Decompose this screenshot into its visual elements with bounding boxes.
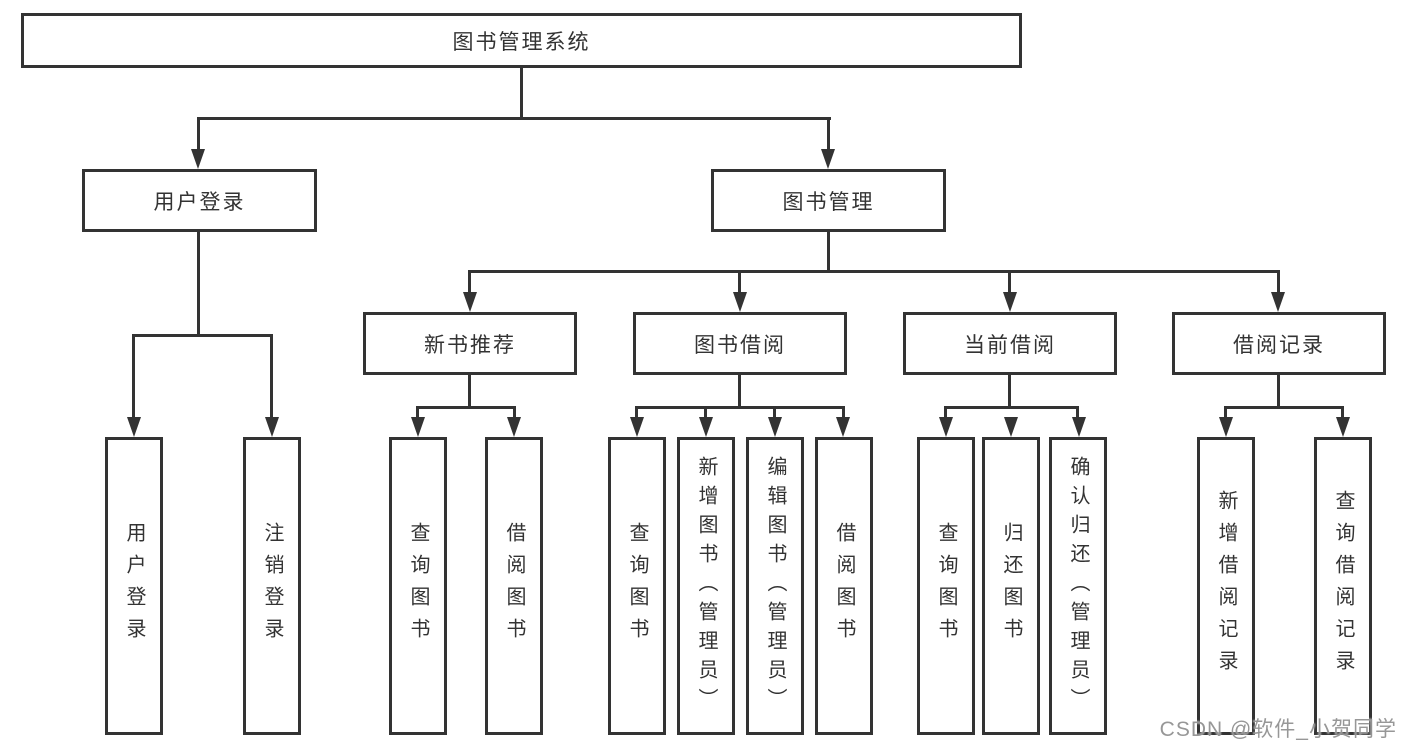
- leaf-current-confirm-return-admin: 确认归还（管理员）: [1049, 437, 1107, 735]
- connector-line: [944, 406, 1079, 409]
- connector-line: [1341, 406, 1344, 420]
- arrowhead-icon: [939, 417, 953, 437]
- arrowhead-icon: [699, 417, 713, 437]
- connector-line: [738, 375, 741, 409]
- node-label: 确认归还（管理员）: [1067, 455, 1089, 717]
- watermark: CSDN @软件_小贺同学: [1159, 718, 1397, 741]
- arrowhead-icon: [630, 417, 644, 437]
- node-label: 查询图书: [935, 522, 957, 650]
- connector-line: [468, 270, 1280, 273]
- connector-line: [416, 406, 516, 409]
- node-root: 图书管理系统: [21, 13, 1022, 68]
- leaf-records-query-record: 查询借阅记录: [1314, 437, 1372, 735]
- leaf-borrow-query-book: 查询图书: [608, 437, 666, 735]
- arrowhead-icon: [1219, 417, 1233, 437]
- node-label: 查询借阅记录: [1332, 490, 1354, 682]
- arrowhead-icon: [821, 149, 835, 169]
- leaf-recommend-query-book: 查询图书: [389, 437, 447, 735]
- leaf-current-return-book: 归还图书: [982, 437, 1040, 735]
- leaf-logout: 注销登录: [243, 437, 301, 735]
- arrowhead-icon: [1271, 292, 1285, 312]
- connector-line: [738, 270, 741, 296]
- node-label: 查询图书: [407, 522, 429, 650]
- arrowhead-icon: [265, 417, 279, 437]
- connector-line: [773, 406, 776, 420]
- connector-line: [704, 406, 707, 420]
- connector-line: [270, 334, 273, 420]
- connector-line: [1008, 375, 1011, 409]
- node-label: 新增借阅记录: [1215, 490, 1237, 682]
- arrowhead-icon: [411, 417, 425, 437]
- arrowhead-icon: [127, 417, 141, 437]
- node-label: 借阅记录: [1233, 333, 1325, 357]
- node-label: 新书推荐: [424, 333, 516, 357]
- connector-line: [468, 375, 471, 409]
- node-label: 新增图书（管理员）: [695, 455, 717, 717]
- node-current-borrow: 当前借阅: [903, 312, 1117, 375]
- node-label: 用户登录: [123, 522, 145, 650]
- connector-line: [827, 231, 830, 271]
- connector-line: [1224, 406, 1344, 409]
- connector-line: [513, 406, 516, 420]
- connector-line: [635, 406, 638, 420]
- leaf-borrow-borrow-book: 借阅图书: [815, 437, 873, 735]
- node-label: 当前借阅: [964, 333, 1056, 357]
- arrowhead-icon: [1003, 292, 1017, 312]
- connector-line: [1277, 270, 1280, 296]
- connector-line: [944, 406, 947, 420]
- connector-line: [1008, 270, 1011, 296]
- node-label: 图书借阅: [694, 333, 786, 357]
- arrowhead-icon: [1004, 417, 1018, 437]
- arrowhead-icon: [768, 417, 782, 437]
- arrowhead-icon: [733, 292, 747, 312]
- arrowhead-icon: [836, 417, 850, 437]
- connector-line: [416, 406, 419, 420]
- connector-line: [1224, 406, 1227, 420]
- leaf-borrow-add-book-admin: 新增图书（管理员）: [677, 437, 735, 735]
- node-label: 借阅图书: [503, 522, 525, 650]
- arrowhead-icon: [191, 149, 205, 169]
- node-new-book-recommend: 新书推荐: [363, 312, 577, 375]
- connector-line: [635, 406, 845, 409]
- connector-line: [197, 117, 200, 152]
- connector-line: [132, 334, 135, 420]
- connector-line: [468, 270, 471, 296]
- connector-line: [197, 117, 831, 120]
- connector-line: [1277, 375, 1280, 409]
- connector-line: [520, 68, 523, 118]
- arrowhead-icon: [463, 292, 477, 312]
- node-label: 图书管理系统: [452, 30, 591, 54]
- connector-line: [1076, 406, 1079, 420]
- connector-line: [132, 334, 273, 337]
- leaf-user-login: 用户登录: [105, 437, 163, 735]
- node-book-management: 图书管理: [711, 169, 946, 232]
- leaf-records-add-record: 新增借阅记录: [1197, 437, 1255, 735]
- arrowhead-icon: [1072, 417, 1086, 437]
- node-label: 图书管理: [782, 190, 875, 214]
- connector-line: [842, 406, 845, 420]
- node-book-borrow: 图书借阅: [633, 312, 847, 375]
- node-label: 编辑图书（管理员）: [764, 455, 786, 717]
- node-label: 查询图书: [626, 522, 648, 650]
- connector-line: [827, 117, 830, 152]
- leaf-borrow-edit-book-admin: 编辑图书（管理员）: [746, 437, 804, 735]
- arrowhead-icon: [1336, 417, 1350, 437]
- leaf-current-query-book: 查询图书: [917, 437, 975, 735]
- leaf-recommend-borrow-book: 借阅图书: [485, 437, 543, 735]
- arrowhead-icon: [507, 417, 521, 437]
- node-borrow-records: 借阅记录: [1172, 312, 1386, 375]
- node-label: 注销登录: [261, 522, 283, 650]
- connector-line: [197, 231, 200, 335]
- node-label: 归还图书: [1000, 522, 1022, 650]
- node-label: 借阅图书: [833, 522, 855, 650]
- node-label: 用户登录: [153, 190, 246, 214]
- node-user-login: 用户登录: [82, 169, 317, 232]
